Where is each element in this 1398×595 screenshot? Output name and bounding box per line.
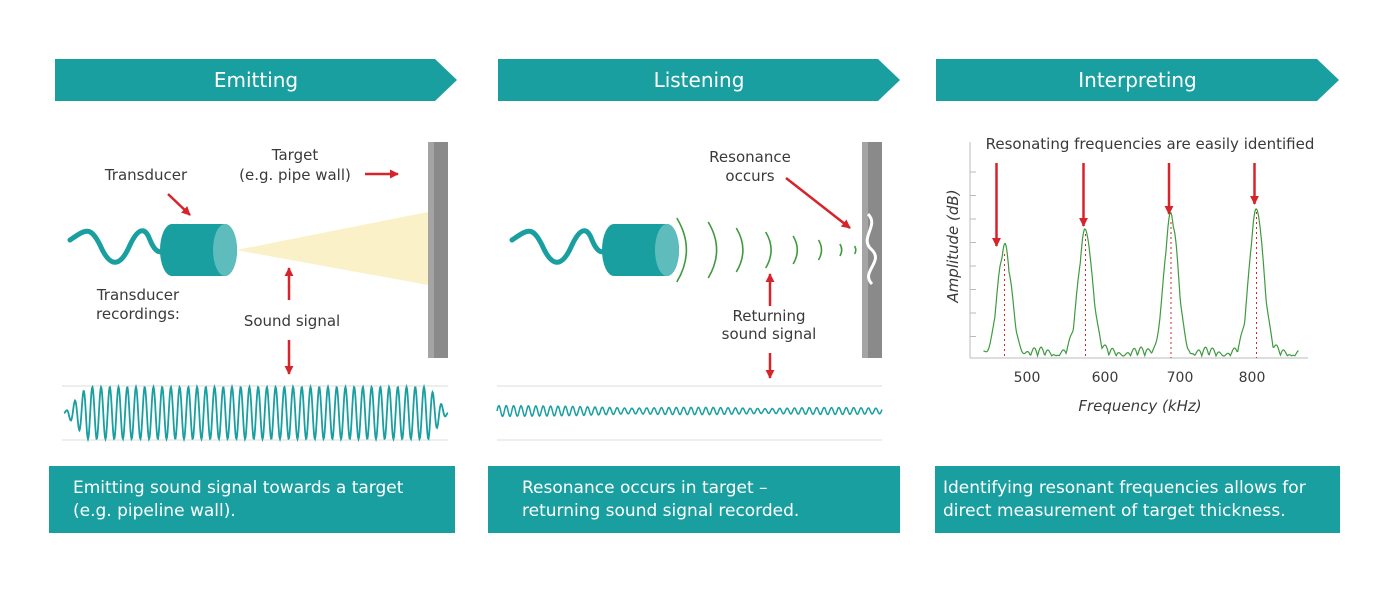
spectrum-line — [983, 208, 1299, 359]
transducer-cable-2 — [509, 228, 611, 265]
banner-emitting-label: Emitting — [213, 68, 299, 92]
banner-listening-label: Listening — [653, 68, 745, 92]
x-tick-800: 800 — [1239, 370, 1266, 386]
arrow-to-resonance — [785, 177, 851, 229]
label-recordings: Transducer — [96, 286, 180, 304]
transducer-icon — [160, 224, 237, 276]
banner-interpreting-label: Interpreting — [1078, 68, 1197, 92]
label-sound-signal: Sound signal — [244, 312, 340, 330]
emitting-panel: Transducer Target (e.g. pipe wall) Trans… — [62, 142, 449, 443]
banner-emitting: Emitting — [55, 59, 457, 101]
echo-arc — [839, 243, 843, 257]
x-tick-700: 700 — [1167, 370, 1194, 386]
returning-waveform — [496, 404, 883, 418]
transducer-cable — [67, 228, 169, 265]
caption-emitting: Emitting sound signal towards a target (… — [49, 466, 455, 533]
echo-arc — [707, 221, 718, 279]
target-wall-2-face — [862, 142, 868, 358]
resonance-wave — [865, 212, 877, 286]
y-axis-label: Amplitude (dB) — [944, 189, 962, 303]
echo-arc — [853, 245, 857, 255]
label-recordings-2: recordings: — [96, 305, 180, 323]
x-tick-500: 500 — [1014, 370, 1041, 386]
echo-arc — [792, 235, 799, 265]
echo-arc — [765, 231, 772, 269]
label-resonance-2: occurs — [725, 167, 774, 185]
sound-beam — [236, 212, 428, 285]
listening-panel: Resonance occurs Returning sound signal — [496, 142, 883, 441]
echo-arcs — [676, 217, 857, 283]
x-axis-label: Frequency (kHz) — [1078, 397, 1201, 415]
target-wall-face — [428, 142, 434, 358]
echo-arc — [676, 217, 688, 283]
label-target: Target — [271, 146, 319, 164]
y-axis-ticks — [970, 171, 976, 337]
caption-interpreting: Identifying resonant frequencies allows … — [935, 466, 1340, 533]
echo-arc — [817, 239, 823, 261]
label-returning: Returning — [733, 307, 806, 325]
transducer-icon-2 — [602, 224, 679, 276]
echo-arc — [735, 227, 744, 273]
peak-guides — [1004, 212, 1257, 358]
peak-arrows — [992, 163, 1259, 247]
caption-listening: Resonance occurs in target – returning s… — [488, 466, 900, 533]
arrow-to-transducer — [167, 193, 191, 216]
interpreting-panel: Resonating frequencies are easily identi… — [944, 135, 1314, 415]
label-transducer: Transducer — [104, 166, 188, 184]
x-tick-600: 600 — [1092, 370, 1119, 386]
chart-annotation: Resonating frequencies are easily identi… — [986, 135, 1315, 153]
label-resonance: Resonance — [709, 148, 791, 166]
label-target-example: (e.g. pipe wall) — [239, 166, 351, 184]
banner-listening: Listening — [498, 59, 900, 101]
label-returning-2: sound signal — [722, 325, 817, 343]
banner-interpreting: Interpreting — [936, 59, 1339, 101]
emitted-waveform — [63, 383, 449, 443]
